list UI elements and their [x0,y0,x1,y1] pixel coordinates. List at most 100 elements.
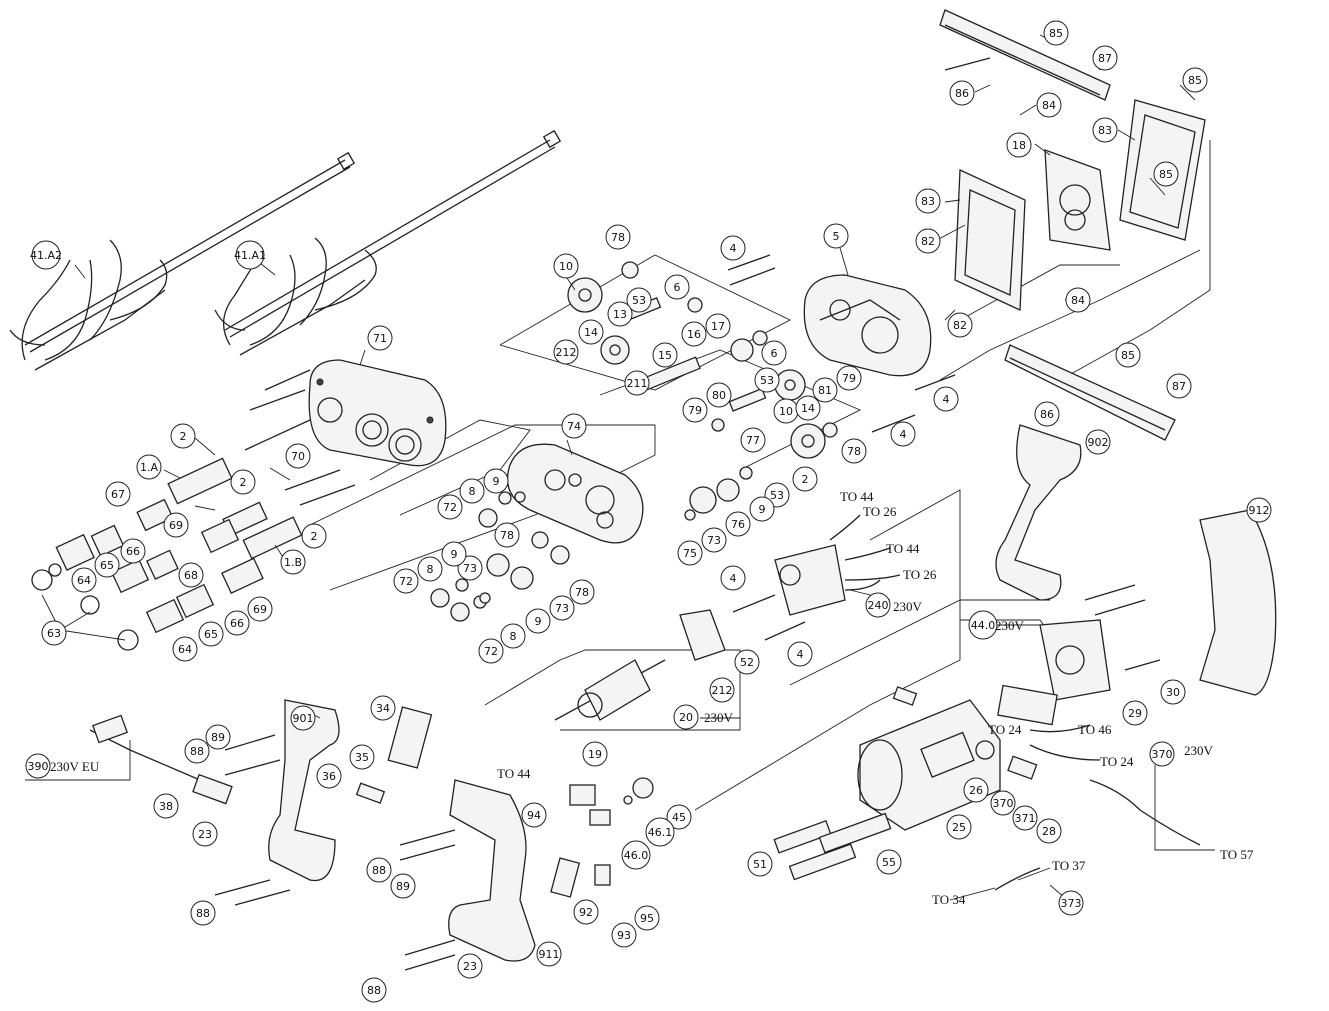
callout-number: 19 [588,748,602,761]
callout-14a: 14 [578,319,604,345]
callout-bubble [31,240,61,270]
callout-bubble [457,555,483,581]
callout-bubble [361,977,387,1003]
callout-number: 95 [640,912,654,925]
callout-64a: 64 [71,567,97,593]
callout-bubble [645,817,675,847]
note-44-voltage: 230V [995,618,1025,633]
callout-number: 53 [760,374,774,387]
callout-number: 29 [1128,707,1142,720]
callout-bubble [224,610,250,636]
callout-72c: 72 [478,638,504,664]
callout-bubble [1182,67,1208,93]
callout-45: 45 [666,804,692,830]
callout-number: 65 [204,628,218,641]
callout-number: 14 [584,326,598,339]
callout-number: 89 [211,731,225,744]
callout-bubble [795,395,821,421]
callout-bubble [720,565,746,591]
handle-902 [995,424,1082,601]
callout-bubble [178,562,204,588]
callout-number: 20 [679,711,693,724]
callout-number: 81 [818,384,832,397]
gears-and-bearings [430,261,838,622]
callout-number: 64 [77,574,91,587]
callout-10b: 10 [773,398,799,424]
callout-bubble [1034,401,1060,427]
callout-bubble [136,454,162,480]
callout-bubble [184,738,210,764]
callout-85b: 85 [1182,67,1208,93]
motor-housing-25 [857,699,1001,831]
callout-2d: 2 [301,523,327,549]
callout-63: 63 [41,620,67,646]
callout-51: 51 [747,851,773,877]
handle-912 [1199,509,1277,696]
callout-26: 26 [963,777,989,803]
callout-bubble [677,540,703,566]
callout-bubble [634,905,660,931]
callout-74: 74 [561,413,587,439]
callout-75: 75 [677,540,703,566]
callout-number: 85 [1121,349,1135,362]
callout-number: 6 [674,281,681,294]
callout-bubble [457,953,483,979]
callout-94: 94 [521,802,547,828]
callout-bubble [230,469,256,495]
callout-number: 13 [613,308,627,321]
callout-number: 86 [1040,408,1054,421]
callout-number: 78 [575,586,589,599]
callout-88d: 88 [361,977,387,1003]
callout-5: 5 [823,223,849,249]
callout-53b: 53 [754,367,780,393]
callout-bubble [725,511,751,537]
callout-number: 71 [373,332,387,345]
callout-number: 5 [833,230,840,243]
callout-bubble [823,223,849,249]
handle-911 [448,779,536,962]
callout-24: 240 [865,592,891,618]
callout-bubble [624,370,650,396]
callout-bubble [946,814,972,840]
callout-87b: 87 [1166,373,1192,399]
wire-to-44-b: TO 44 [886,541,920,556]
callout-bubble [1115,342,1141,368]
callout-number: 4 [900,428,907,441]
callout-14b: 14 [795,395,821,421]
callout-80: 80 [706,382,732,408]
callout-71: 71 [367,325,393,351]
note-370-voltage: 230V [1184,743,1214,758]
callout-number: 14 [801,402,815,415]
callout-bubble [1092,45,1118,71]
wire-to-57: TO 57 [1220,847,1254,862]
callout-41a1: 41.A1 [234,240,266,270]
callout-number: 212 [712,684,733,697]
callout-93: 93 [611,922,637,948]
callout-number: 53 [632,294,646,307]
callout-34: 34 [370,695,396,721]
callout-44: 44.0 [968,610,998,640]
callout-number: 93 [617,929,631,942]
callout-bubble [1166,373,1192,399]
callout-number: 17 [711,320,725,333]
callout-bubble [1085,429,1111,455]
callout-bubble [478,638,504,664]
callout-number: 52 [740,656,754,669]
callout-bubble [120,538,146,564]
callout-number: 72 [399,575,413,588]
callout-bubble [1043,20,1069,46]
callout-88c: 88 [366,857,392,883]
callout-211: 211 [624,370,650,396]
callout-number: 6 [771,347,778,360]
callout-89b: 89 [390,873,416,899]
callout-bubble [607,301,633,327]
callout-number: 1.A [140,461,158,474]
callout-number: 16 [687,328,701,341]
callout-number: 2 [180,430,187,443]
callout-bubble [459,478,485,504]
callout-8a: 8 [459,478,485,504]
callout-bubble [582,741,608,767]
callout-bubble [933,386,959,412]
callout-number: 30 [1166,686,1180,699]
callout-912: 912 [1246,497,1272,523]
